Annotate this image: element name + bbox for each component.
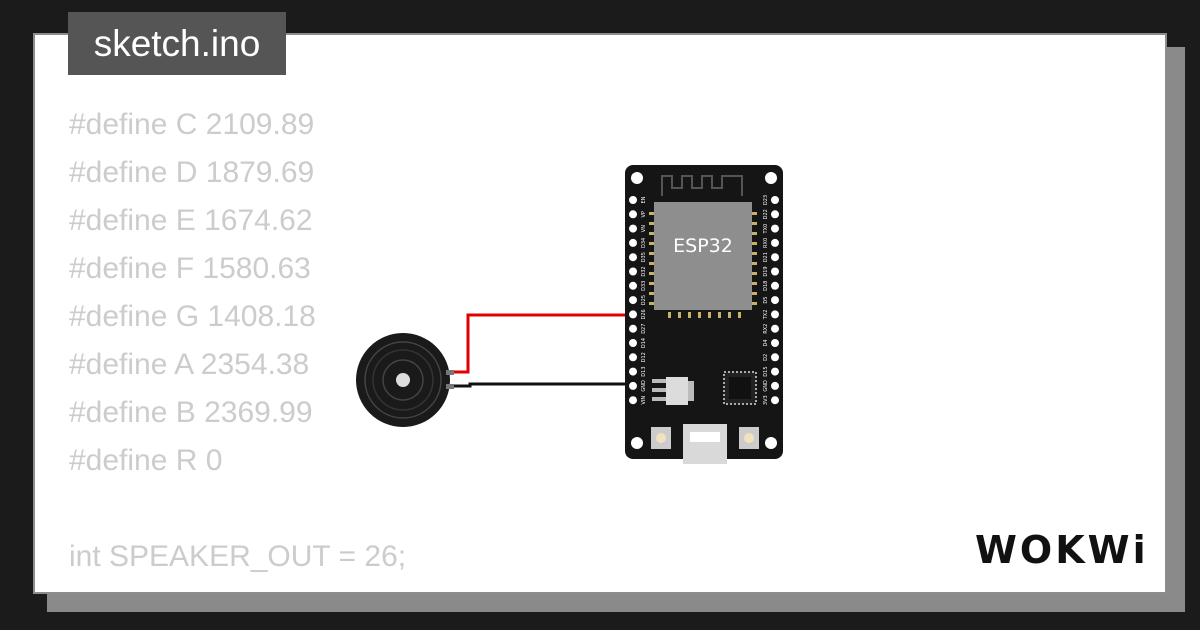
pin-hole[interactable] [629,196,637,204]
pin-label: D21 [763,252,769,262]
pin-label: D22 [763,209,769,219]
pin-hole[interactable] [629,296,637,305]
esp32-board[interactable]: ESP32 ENVPVND34D35D32D33D25D26D27D14D12D… [625,165,783,464]
pin-hole[interactable] [629,253,637,262]
pin-label: GND [763,380,769,392]
pin-label: RX0 [763,238,769,248]
pin-label: TX0 [763,224,769,235]
file-tab-title[interactable]: sketch.ino [68,12,286,75]
pin-hole[interactable] [629,238,637,247]
pin-label: 3V3 [763,395,769,405]
code-line: #define E 1674.62 [69,204,313,237]
pin-label: D35 [641,252,647,262]
pin-label: D15 [763,366,769,376]
pin-label: D32 [641,266,647,276]
pin-label: D14 [641,338,647,348]
pin-hole[interactable] [771,310,779,319]
reset-button[interactable] [739,427,759,449]
pin-label: D27 [641,324,647,334]
pin-label: VP [641,211,647,217]
pin-label: TX2 [763,310,769,321]
pin-hole[interactable] [629,310,637,319]
usb-uart-chip [723,371,757,405]
pin-hole[interactable] [771,253,779,262]
pin-hole[interactable] [629,210,637,219]
code-line: int delay_ms = 1... [69,581,406,592]
code-line: #define B 2369.99 [69,396,313,429]
pin-label: D5 [763,297,769,304]
pin-label: GND [641,380,647,392]
pin-label: D19 [763,266,769,276]
pin-hole[interactable] [771,281,779,290]
pin-hole[interactable] [771,267,779,276]
pin-hole[interactable] [629,224,637,233]
pin-hole[interactable] [771,339,779,347]
code-line: #define A 2354.38 [69,348,310,381]
pin-label: EN [641,196,647,203]
pin-hole[interactable] [771,210,779,219]
code-line: #define G 1408.18 [69,300,316,333]
usb-port [683,424,727,464]
pin-label: RX2 [763,324,769,334]
pin-label: D26 [641,309,647,319]
pin-hole[interactable] [771,381,779,390]
pin-hole[interactable] [771,396,779,405]
code-line: #define F 1580.63 [69,252,311,285]
pin-label: D12 [641,352,647,362]
ground-wire[interactable] [452,382,633,388]
pin-label: D23 [763,195,769,205]
board-label: ESP32 [673,235,733,257]
pin-label: D2 [763,354,769,361]
pin-hole[interactable] [629,353,637,362]
code-preview: #define C 2109.89 #define D 1879.69 #defin… [69,101,407,592]
pin-hole[interactable] [629,324,637,333]
pin-hole[interactable] [629,367,637,376]
pin-label: D4 [763,339,769,346]
esp32-module [654,202,752,310]
code-line: #define C 2109.89 [69,108,315,141]
code-line: #define D 1879.69 [69,156,315,189]
pin-hole[interactable] [629,381,637,390]
pin-label: D13 [641,366,647,376]
pin-hole[interactable] [771,367,779,376]
code-line: #define R 0 [69,444,223,477]
signal-wire[interactable] [452,313,633,374]
pin-hole[interactable] [771,224,779,233]
boot-button[interactable] [651,427,671,449]
pin-label: D33 [641,281,647,291]
pin-hole[interactable] [629,281,637,290]
pin-hole[interactable] [771,196,779,204]
pin-hole[interactable] [771,353,779,362]
buzzer-component[interactable] [356,333,454,427]
pin-hole[interactable] [629,396,637,405]
pin-hole[interactable] [771,324,779,333]
pin-label: D25 [641,295,647,305]
wokwi-logo: WOKWi [975,528,1149,572]
pin-label: D34 [641,238,647,248]
pin-hole[interactable] [629,339,637,347]
pin-label: D18 [763,281,769,291]
pin-hole[interactable] [629,267,637,276]
pin-hole[interactable] [771,296,779,305]
pin-label: VN [641,225,647,232]
voltage-regulator [652,377,694,405]
pin-hole[interactable] [771,238,779,247]
pin-label: VIN [641,396,647,405]
code-line: int SPEAKER_OUT = 26; [69,540,407,573]
